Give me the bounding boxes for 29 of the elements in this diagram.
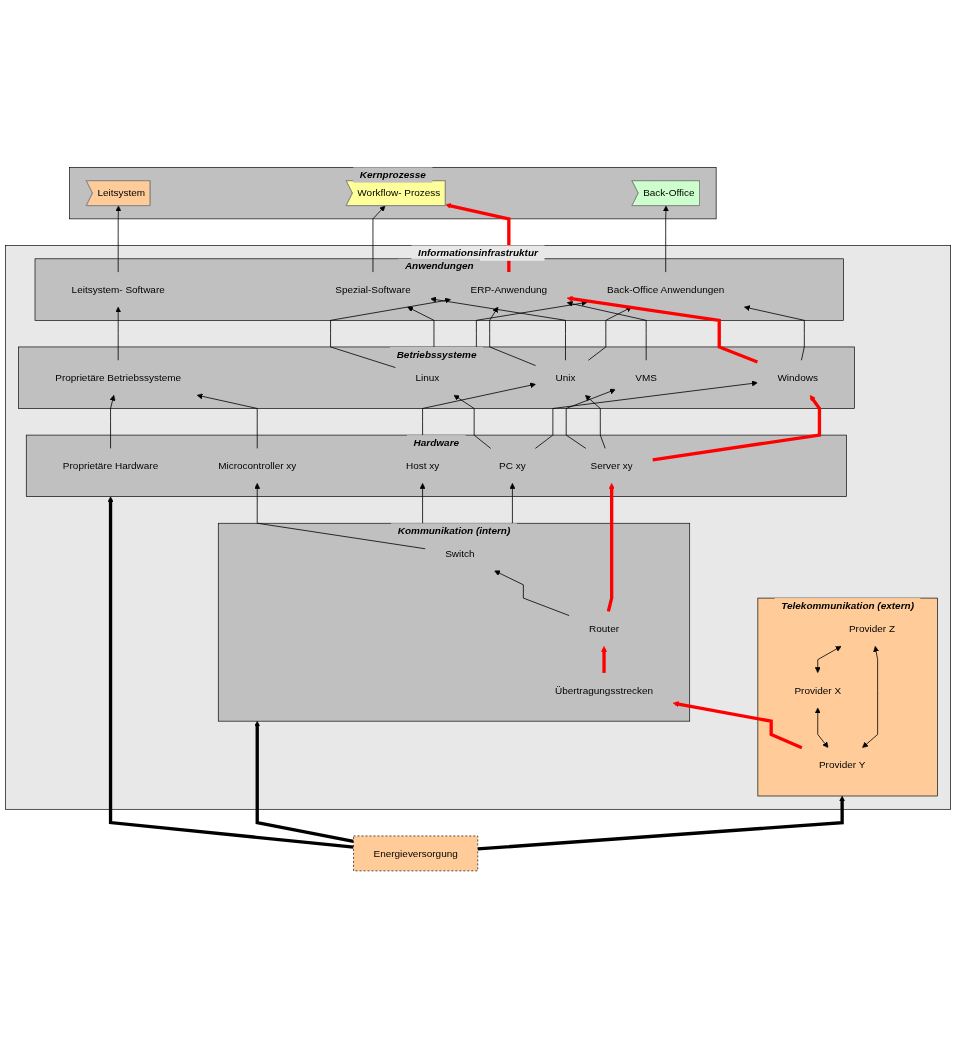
node-text: Provider Z xyxy=(848,622,895,634)
node-text: Switch xyxy=(445,547,475,560)
node-text: Host xy xyxy=(405,459,440,471)
node-text: Leitsystem- Software xyxy=(71,283,165,295)
node-box: Energieversorgung xyxy=(353,835,479,872)
node-text: Microcontroller xy xyxy=(218,459,297,471)
node-text: Übertragungsstrecken xyxy=(554,684,654,696)
arrow xyxy=(445,202,511,272)
node-text: Proprietäre Hardware xyxy=(62,459,159,471)
node-text: Windows xyxy=(777,371,818,383)
node-text: VMS xyxy=(635,371,657,383)
node-text: Provider X xyxy=(794,684,842,696)
arrow xyxy=(107,496,354,849)
node-text: PC xy xyxy=(499,459,526,471)
node-text: Linux xyxy=(415,371,440,383)
arrow xyxy=(606,482,615,612)
node-text: Router xyxy=(589,622,620,634)
node-text: Back-Office Anwendungen xyxy=(606,283,725,295)
arrow xyxy=(601,645,607,673)
arrow xyxy=(477,795,846,851)
node-text: ERP-Anwendung xyxy=(470,283,548,295)
node-text: Spezial-Software xyxy=(335,283,411,295)
node-text: Unix xyxy=(555,371,576,383)
arrow xyxy=(672,701,803,750)
node-text: Proprietäre Betriebssysteme xyxy=(55,371,182,383)
node-text: Provider Y xyxy=(818,758,866,771)
arrow xyxy=(652,394,822,462)
arrow xyxy=(254,720,354,843)
node-text: Server xy xyxy=(590,459,633,471)
